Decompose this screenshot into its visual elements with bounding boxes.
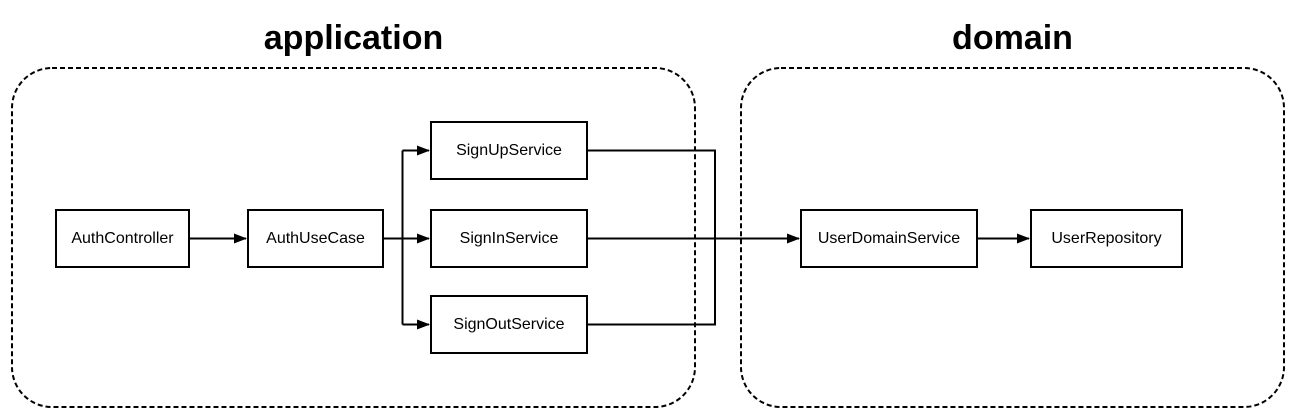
node-authusecase: AuthUseCase xyxy=(247,209,384,268)
group-title-domain: domain xyxy=(952,19,1073,57)
node-signupservice: SignUpService xyxy=(430,121,588,180)
edge-signupservice-merge xyxy=(588,149,716,239)
edge-signoutservice-merge xyxy=(588,238,716,326)
group-title-application: application xyxy=(263,19,444,57)
node-authcontroller: AuthController xyxy=(55,209,190,268)
node-signoutservice: SignOutService xyxy=(430,295,588,354)
node-userdomainservice: UserDomainService xyxy=(800,209,978,268)
node-userrepository: UserRepository xyxy=(1030,209,1183,268)
node-signinservice: SignInService xyxy=(430,209,588,268)
